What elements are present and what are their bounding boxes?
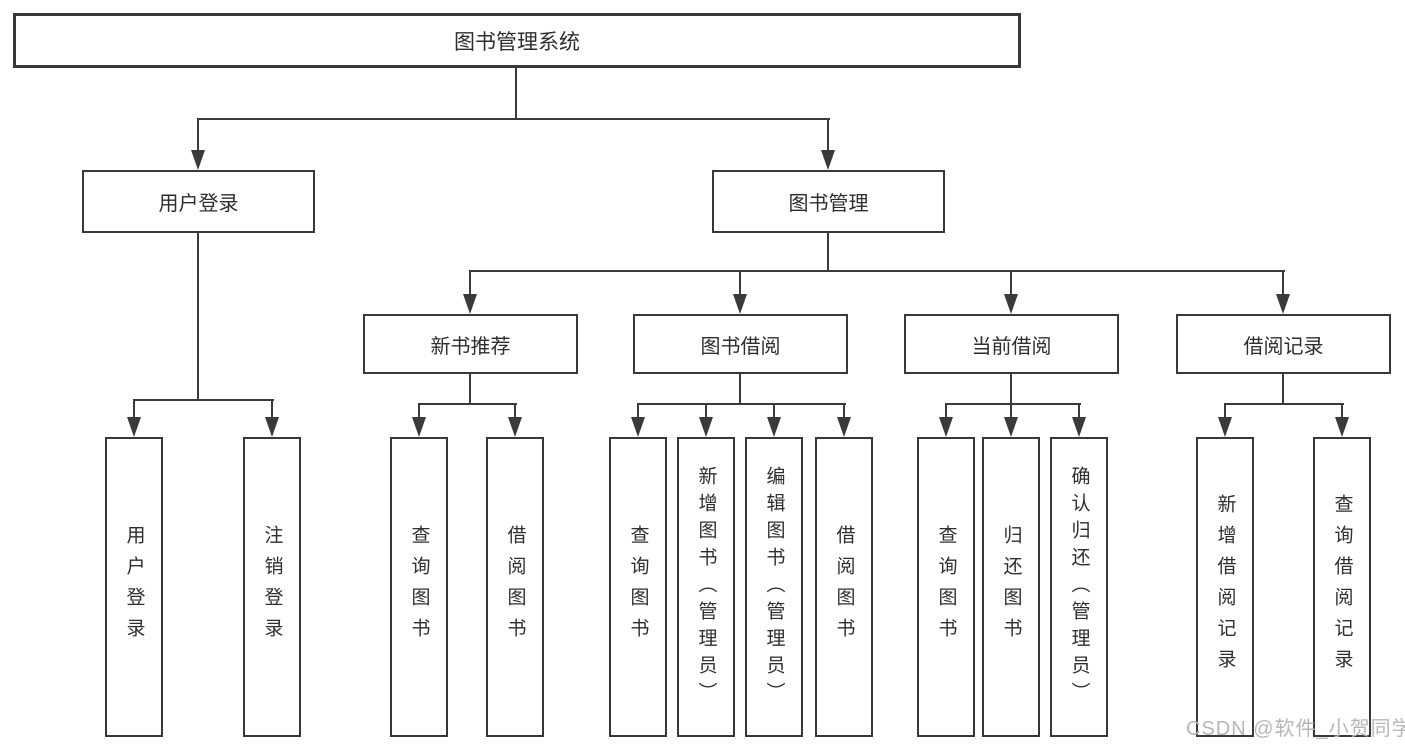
node-label: 借阅图书 bbox=[504, 525, 526, 649]
node-label: 查询图书 bbox=[627, 525, 649, 649]
node-label: 图书借阅 bbox=[700, 335, 781, 358]
leaf-edit-books-admin: 编辑图书（管理员） bbox=[745, 437, 803, 737]
node-label: 新书推荐 bbox=[430, 335, 511, 358]
node-label: 查询借阅记录 bbox=[1331, 494, 1353, 680]
connector-vline bbox=[514, 403, 516, 419]
connector-vline bbox=[1224, 403, 1226, 419]
arrowhead-down bbox=[631, 417, 645, 437]
leaf-borrow-books: 借阅图书 bbox=[815, 437, 873, 737]
arrowhead-down bbox=[939, 417, 953, 437]
node-label: 用户登录 bbox=[123, 525, 145, 649]
arrowhead-down bbox=[412, 417, 426, 437]
leaf-confirm-return-admin: 确认归还（管理员） bbox=[1050, 437, 1108, 737]
connector-vline bbox=[739, 270, 741, 296]
connector-vline bbox=[739, 374, 741, 405]
connector-vline bbox=[197, 118, 199, 152]
arrowhead-down bbox=[699, 417, 713, 437]
leaf-query-books-borrowing: 查询图书 bbox=[609, 437, 667, 737]
connector-vline bbox=[843, 403, 845, 419]
arrowhead-down bbox=[767, 417, 781, 437]
connector-vline bbox=[1078, 403, 1080, 419]
node-label: 图书管理系统 bbox=[454, 30, 580, 54]
connector-vline bbox=[1010, 374, 1012, 405]
node-label: 新增借阅记录 bbox=[1214, 494, 1236, 680]
connector-vline bbox=[1282, 270, 1284, 296]
leaf-user-login: 用户登录 bbox=[105, 437, 163, 737]
arrowhead-down bbox=[508, 417, 522, 437]
arrowhead-down bbox=[191, 150, 205, 170]
leaf-add-books-admin: 新增图书（管理员） bbox=[677, 437, 735, 737]
node-label: 当前借阅 bbox=[971, 335, 1052, 358]
arrowhead-down bbox=[821, 150, 835, 170]
connector-vline bbox=[1010, 403, 1012, 419]
connector-hline bbox=[637, 403, 846, 405]
node-label: 归还图书 bbox=[1000, 525, 1022, 649]
connector-vline bbox=[515, 67, 517, 119]
node-label: 新增图书（管理员） bbox=[695, 465, 717, 709]
arrowhead-down bbox=[1218, 417, 1232, 437]
node-library-management-system: 图书管理系统 bbox=[13, 13, 1021, 68]
node-new-book-recommend: 新书推荐 bbox=[363, 314, 578, 374]
connector-vline bbox=[637, 403, 639, 419]
arrowhead-down bbox=[127, 417, 141, 437]
connector-hline bbox=[418, 403, 517, 405]
connector-hline bbox=[469, 270, 1285, 272]
leaf-query-books-recommend: 查询图书 bbox=[390, 437, 448, 737]
connector-hline bbox=[197, 118, 830, 120]
connector-vline bbox=[827, 118, 829, 152]
leaf-return-books: 归还图书 bbox=[982, 437, 1040, 737]
connector-vline bbox=[197, 233, 199, 401]
leaf-query-borrow-record: 查询借阅记录 bbox=[1313, 437, 1371, 737]
node-label: 编辑图书（管理员） bbox=[763, 465, 785, 709]
node-label: 借阅记录 bbox=[1243, 335, 1324, 358]
arrowhead-down bbox=[1335, 417, 1349, 437]
node-label: 查询图书 bbox=[408, 525, 430, 649]
node-label: 查询图书 bbox=[935, 525, 957, 649]
node-current-borrowing: 当前借阅 bbox=[904, 314, 1119, 374]
arrowhead-down bbox=[1276, 294, 1290, 314]
arrowhead-down bbox=[837, 417, 851, 437]
connector-vline bbox=[271, 399, 273, 419]
connector-vline bbox=[1341, 403, 1343, 419]
node-label: 图书管理 bbox=[788, 193, 869, 215]
node-user-login: 用户登录 bbox=[82, 170, 315, 233]
connector-hline bbox=[945, 403, 1081, 405]
node-label: 用户登录 bbox=[158, 193, 239, 215]
node-book-management: 图书管理 bbox=[712, 170, 945, 233]
arrowhead-down bbox=[733, 294, 747, 314]
connector-vline bbox=[469, 270, 471, 296]
connector-vline bbox=[1010, 270, 1012, 296]
node-label: 确认归还（管理员） bbox=[1068, 465, 1090, 709]
leaf-add-borrow-record: 新增借阅记录 bbox=[1196, 437, 1254, 737]
csdn-watermark: CSDN @软件_小贺同学 bbox=[1186, 718, 1405, 740]
connector-hline bbox=[1224, 403, 1344, 405]
arrowhead-down bbox=[1004, 294, 1018, 314]
connector-vline bbox=[827, 233, 829, 271]
connector-vline bbox=[945, 403, 947, 419]
node-borrowing-records: 借阅记录 bbox=[1176, 314, 1391, 374]
connector-vline bbox=[418, 403, 420, 419]
node-label: 借阅图书 bbox=[833, 525, 855, 649]
connector-vline bbox=[133, 399, 135, 419]
node-label: 注销登录 bbox=[261, 525, 283, 649]
node-book-borrowing: 图书借阅 bbox=[633, 314, 848, 374]
connector-vline bbox=[705, 403, 707, 419]
connector-vline bbox=[1282, 374, 1284, 405]
arrowhead-down bbox=[1072, 417, 1086, 437]
connector-vline bbox=[469, 374, 471, 405]
arrowhead-down bbox=[463, 294, 477, 314]
leaf-query-books-current: 查询图书 bbox=[917, 437, 975, 737]
connector-vline bbox=[773, 403, 775, 419]
leaf-borrow-books-recommend: 借阅图书 bbox=[486, 437, 544, 737]
arrowhead-down bbox=[1004, 417, 1018, 437]
connector-hline bbox=[133, 399, 274, 401]
leaf-logout: 注销登录 bbox=[243, 437, 301, 737]
arrowhead-down bbox=[265, 417, 279, 437]
